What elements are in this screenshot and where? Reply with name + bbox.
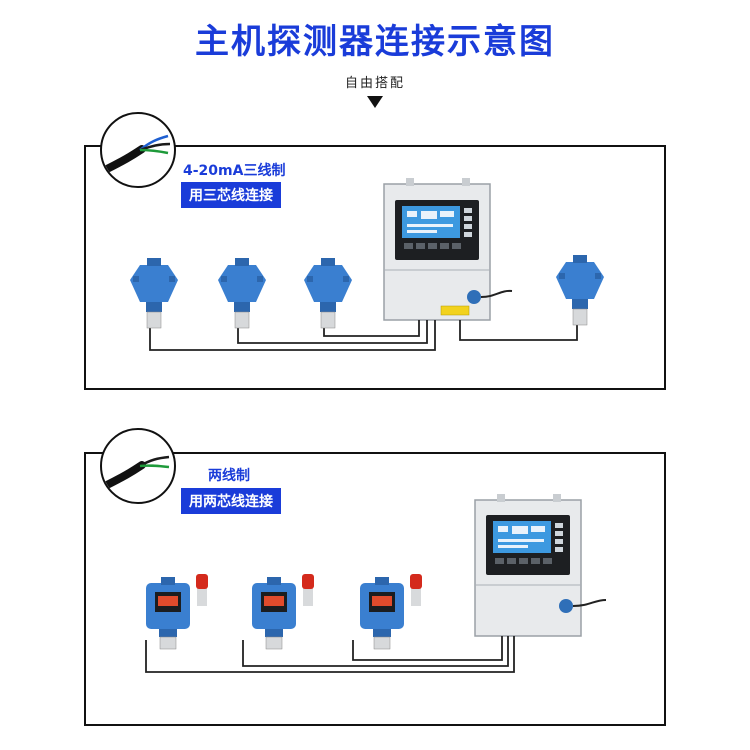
down-arrow-icon (367, 96, 383, 108)
gas-detector-with-alarm (360, 574, 422, 650)
controller-unit (474, 494, 607, 637)
page-title: 主机探测器连接示意图 (195, 22, 555, 62)
two-wire-cable-icon (100, 428, 176, 504)
two-wire-label: 两线制 (208, 468, 250, 484)
three-wire-cable-icon (100, 112, 176, 188)
three-wire-cable (149, 320, 578, 351)
gas-detector (218, 258, 266, 329)
two-wire-cable (145, 636, 515, 673)
gas-detector (304, 258, 352, 329)
two-core-connection-label: 用两芯线连接 (181, 488, 281, 514)
page-subtitle: 自由搭配 (344, 76, 405, 91)
three-core-connection-label: 用三芯线连接 (181, 182, 281, 208)
controller-screen (402, 206, 460, 238)
controller-unit (383, 178, 513, 321)
gas-detector-with-alarm (252, 574, 314, 650)
gas-detector (556, 255, 604, 326)
three-wire-label: 4-20mA三线制 (183, 163, 286, 179)
controller-screen (493, 521, 551, 553)
gas-detector (130, 258, 178, 329)
gas-detector-with-alarm (146, 574, 208, 650)
